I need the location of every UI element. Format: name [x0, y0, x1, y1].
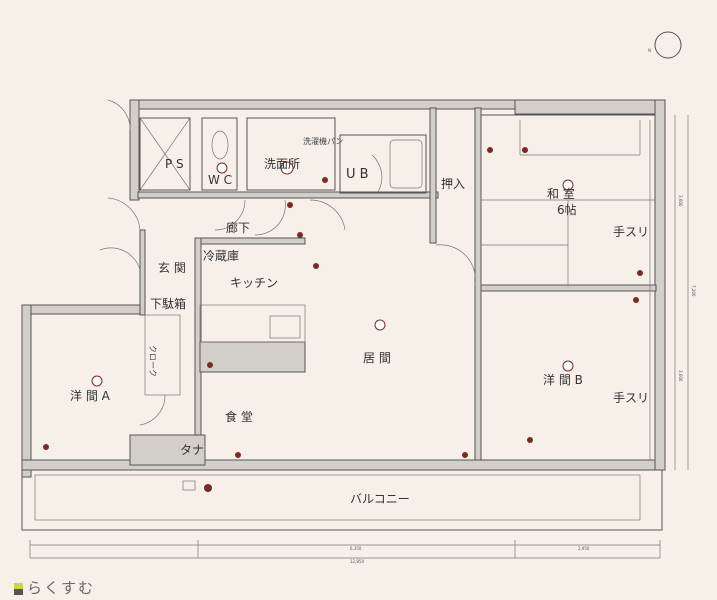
- label-entrance: 玄 関: [158, 260, 186, 275]
- label-washitsu-size: 6帖: [557, 202, 577, 217]
- label-kitchen: キッチン: [230, 276, 278, 290]
- label-dining: 食 堂: [225, 409, 253, 424]
- ub-room: [339, 134, 427, 194]
- dim-right-top: 3,600: [678, 195, 683, 207]
- dim-right-total: 7,200: [691, 285, 696, 297]
- label-closet: 押入: [441, 177, 465, 191]
- label-handrail-2: 手スリ: [613, 391, 649, 405]
- logo: らくすむ: [14, 577, 95, 598]
- dim-bottom-right: 2,950: [578, 546, 590, 551]
- label-shoe-box: 下駄箱: [150, 296, 186, 311]
- dim-bottom-total: 12,850: [350, 559, 364, 564]
- label-wc: W C: [208, 173, 232, 187]
- ps-room: [139, 117, 191, 191]
- label-fridge: 冷蔵庫: [203, 249, 239, 263]
- label-corridor: 廊下: [226, 220, 250, 235]
- logo-icon: [14, 582, 23, 595]
- label-cloak: クローク: [148, 345, 157, 377]
- label-shelf: タナ: [180, 443, 204, 457]
- label-washitsu: 和 室: [547, 186, 575, 201]
- label-balcony: バルコニー: [350, 492, 410, 506]
- logo-text: らくすむ: [27, 579, 96, 597]
- label-western-b: 洋 間 B: [543, 372, 583, 387]
- washroom: [246, 117, 336, 191]
- dim-bottom-left: 6,350: [350, 546, 362, 551]
- label-western-a: 洋 間 A: [70, 388, 111, 403]
- walls: [21, 99, 666, 478]
- balcony: [21, 469, 663, 531]
- label-living: 居 間: [363, 351, 391, 365]
- compass-icon: N: [648, 31, 682, 59]
- wc-room: [201, 117, 238, 191]
- dim-right-bottom: 3,600: [678, 370, 683, 382]
- label-washer-pan: 洗濯機パン: [303, 136, 343, 146]
- label-handrail-1: 手スリ: [613, 225, 649, 239]
- label-washroom: 洗面所: [264, 157, 300, 171]
- label-ub: U B: [346, 167, 369, 182]
- svg-text:N: N: [648, 48, 651, 53]
- label-ps: P S: [165, 157, 184, 171]
